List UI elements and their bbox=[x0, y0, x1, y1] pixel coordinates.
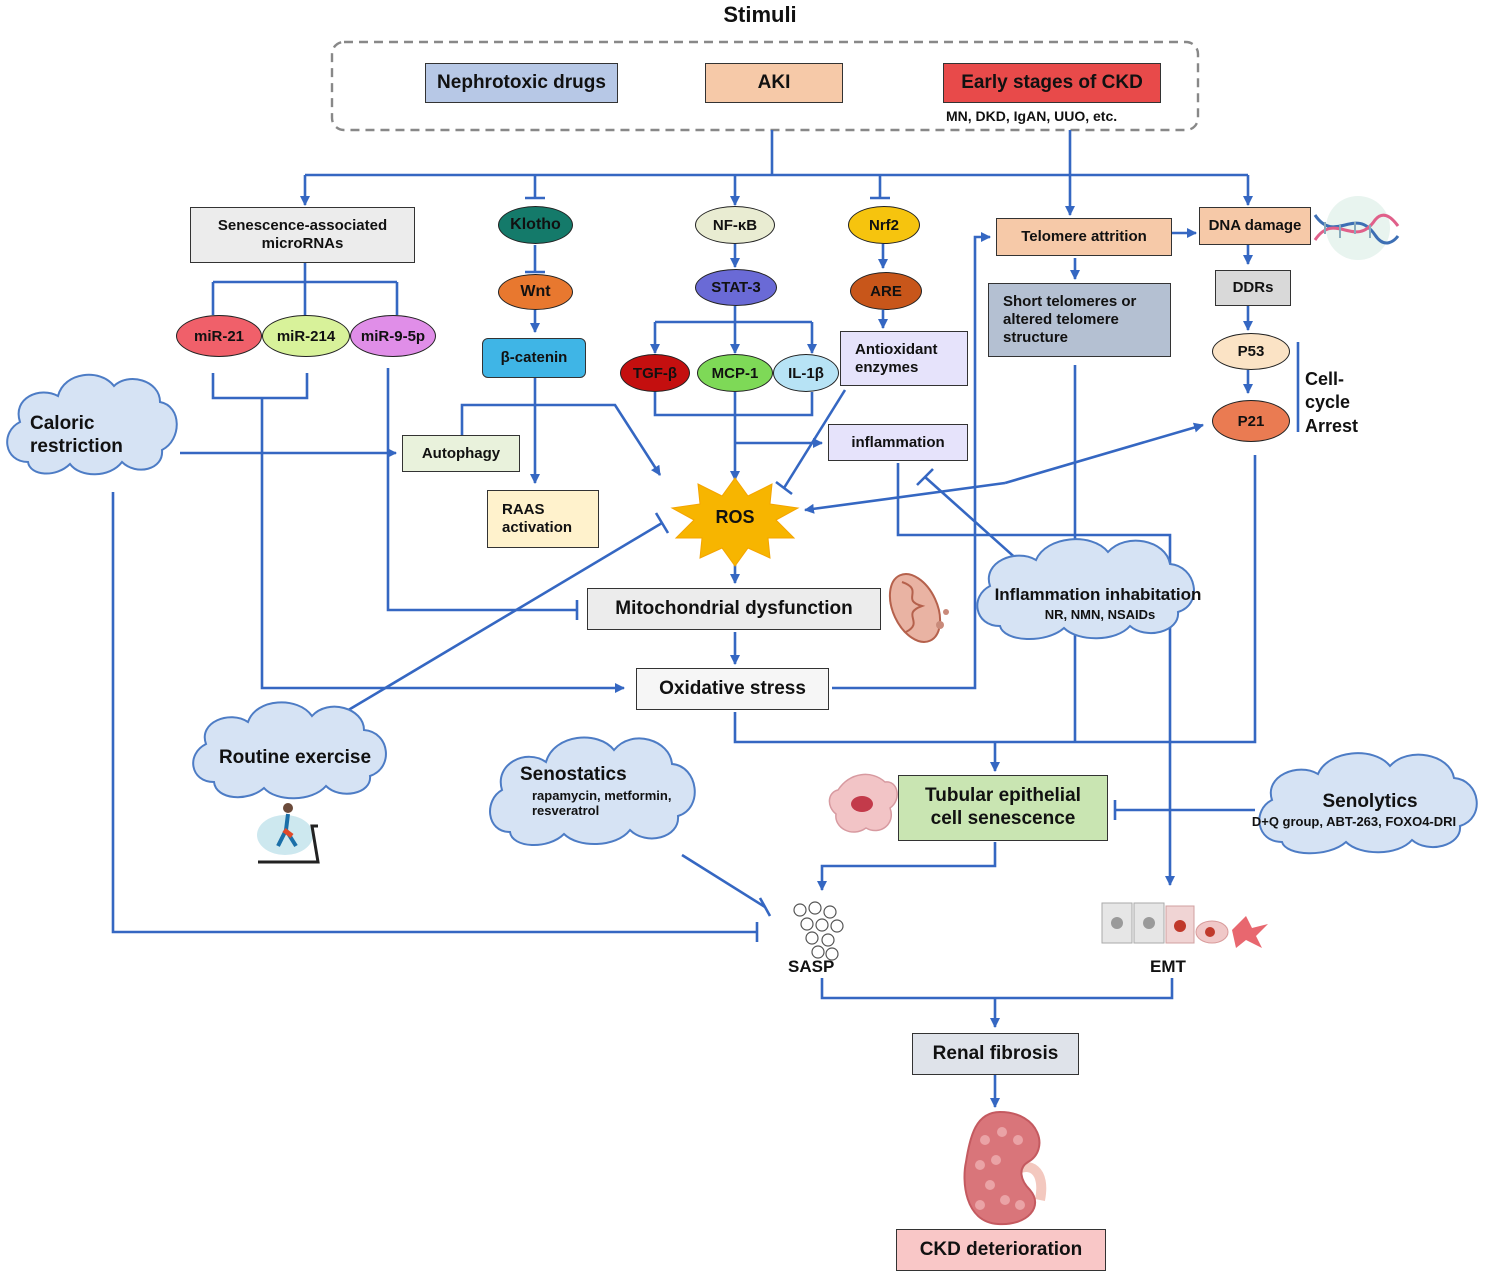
tubular-senescence-box: Tubular epithelial cell senescence bbox=[898, 775, 1108, 841]
cloud-caloric-restriction bbox=[6, 373, 178, 476]
autophagy-box: Autophagy bbox=[402, 435, 520, 472]
ckd-deterioration-box: CKD deterioration bbox=[896, 1229, 1106, 1271]
mcp1-node: MCP-1 bbox=[697, 354, 773, 392]
mir95p-node: miR-9-5p bbox=[350, 315, 436, 357]
early-ckd-box: Early stages of CKD bbox=[943, 63, 1161, 103]
p53-node: P53 bbox=[1212, 333, 1290, 370]
caloric-restriction-label: Caloric restriction bbox=[30, 413, 123, 457]
stat3-node: STAT-3 bbox=[695, 269, 777, 306]
emt-cells-icon bbox=[1101, 902, 1268, 948]
tgfb-node: TGF-β bbox=[620, 354, 690, 392]
stimuli-container bbox=[330, 40, 1200, 132]
beta-catenin-box: β-catenin bbox=[482, 338, 586, 378]
inflammation-inhibition-label: Inflammation inhabitation bbox=[994, 585, 1202, 604]
are-node: ARE bbox=[850, 272, 922, 310]
sasp-particles-icon bbox=[793, 901, 844, 961]
senolytics-label: Senolytics bbox=[1322, 791, 1418, 812]
raas-activation-box: RAAS activation bbox=[487, 490, 599, 548]
cloud-senostatics bbox=[489, 736, 696, 847]
ddrs-box: DDRs bbox=[1215, 270, 1291, 306]
sasp-label: SASP bbox=[788, 957, 835, 976]
senescence-mirna-box: Senescence-associated microRNAs bbox=[190, 207, 415, 263]
il1b-node: IL-1β bbox=[773, 354, 839, 392]
emt-label: EMT bbox=[1150, 957, 1186, 976]
short-telomeres-box: Short telomeres or altered telomere stru… bbox=[988, 283, 1171, 357]
stimuli-title: Stimuli bbox=[723, 2, 797, 27]
antioxidant-enzymes-box: Antioxidant enzymes bbox=[840, 331, 968, 386]
nfkb-node: NF-κB bbox=[695, 206, 775, 244]
senescent-cell-icon bbox=[828, 773, 898, 833]
telomere-attrition-box: Telomere attrition bbox=[996, 218, 1172, 256]
ros-starburst bbox=[670, 477, 800, 567]
cloud-senolytics bbox=[1258, 752, 1478, 855]
ckd-examples-label: MN, DKD, IgAN, UUO, etc. bbox=[946, 108, 1118, 124]
treadmill-runner-icon bbox=[257, 803, 320, 864]
cloud-inflammation-inhibition bbox=[976, 538, 1195, 640]
kidney-icon bbox=[963, 1110, 1047, 1226]
klotho-node: Klotho bbox=[498, 206, 573, 244]
wnt-node: Wnt bbox=[498, 274, 573, 310]
cell-cycle-arrest-label: Cell-cycle Arrest bbox=[1305, 369, 1359, 436]
renal-fibrosis-box: Renal fibrosis bbox=[912, 1033, 1079, 1075]
senostatics-label: Senostatics bbox=[520, 764, 627, 785]
ros-label: ROS bbox=[715, 507, 755, 527]
mir214-node: miR-214 bbox=[262, 315, 350, 357]
mitochondrion-icon bbox=[888, 573, 949, 643]
senolytics-examples-label: D+Q group, ABT-263, FOXO4-DRI bbox=[1251, 814, 1457, 829]
dna-helix-icon bbox=[1313, 196, 1400, 260]
inflammation-box: inflammation bbox=[828, 424, 968, 461]
aki-box: AKI bbox=[705, 63, 843, 103]
inflammation-inhibition-examples-label: NR, NMN, NSAIDs bbox=[1044, 607, 1156, 622]
mitochondrial-dysfunction-box: Mitochondrial dysfunction bbox=[587, 588, 881, 630]
nephrotoxic-drugs-box: Nephrotoxic drugs bbox=[425, 63, 618, 103]
cloud-routine-exercise bbox=[192, 701, 387, 800]
senostatics-examples-label: rapamycin, metformin, resveratrol bbox=[532, 788, 672, 818]
nrf2-node: Nrf2 bbox=[848, 206, 920, 244]
p21-node: P21 bbox=[1212, 400, 1290, 442]
oxidative-stress-box: Oxidative stress bbox=[636, 668, 829, 710]
routine-exercise-label: Routine exercise bbox=[218, 747, 372, 768]
mir21-node: miR-21 bbox=[176, 315, 262, 357]
dna-damage-box: DNA damage bbox=[1199, 207, 1311, 245]
